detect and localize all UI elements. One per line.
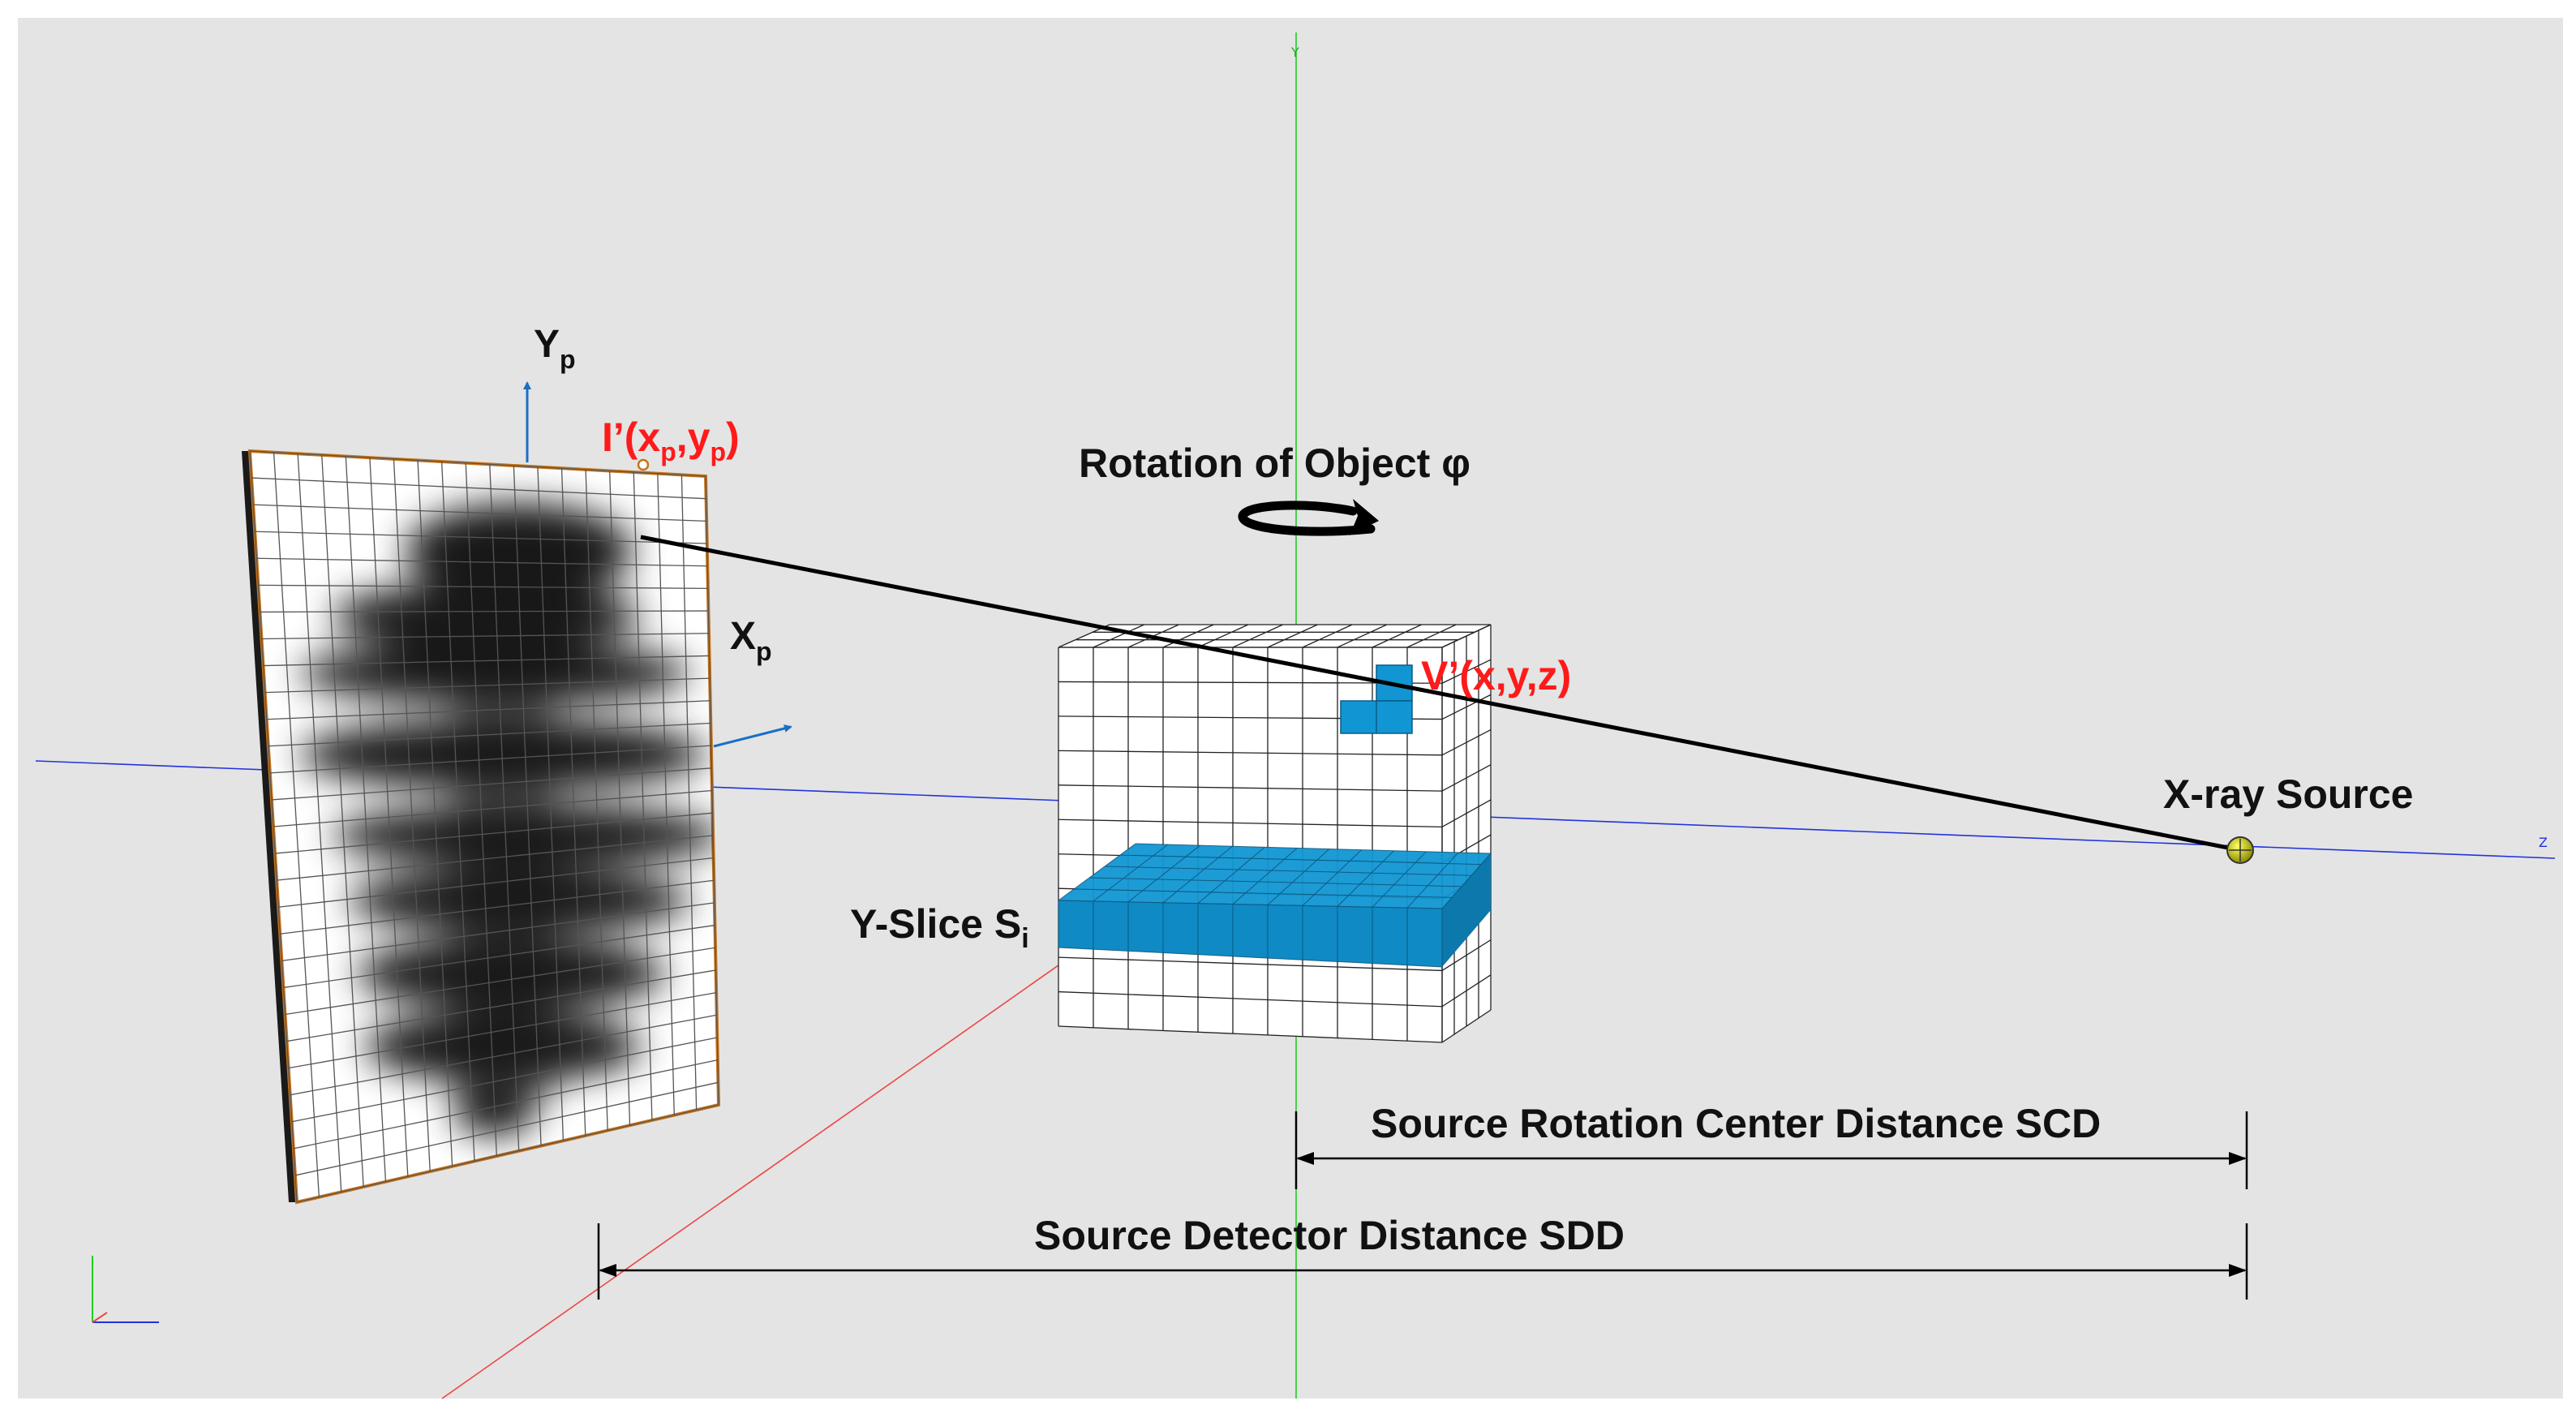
rotation-arrow-icon xyxy=(1238,499,1379,536)
label-y-slice: Y-Slice Si xyxy=(850,901,1029,954)
label-rotation: Rotation of Object φ xyxy=(1079,440,1470,486)
detector-panel xyxy=(242,449,721,1205)
detector-pixel-marker xyxy=(637,458,650,471)
label-detector-pixel: I’(xp,yp) xyxy=(602,415,740,466)
label-yp: Yp xyxy=(534,323,576,374)
label-voxel: V’(x,y,z) xyxy=(1421,653,1571,698)
voxel-highlight xyxy=(1340,664,1413,734)
dimension-scd xyxy=(1294,1111,2248,1189)
axis-z-label: Z xyxy=(2539,835,2548,850)
slice-side xyxy=(1442,853,1491,967)
y-slice-voxels xyxy=(1058,843,1492,968)
orientation-triad xyxy=(92,1256,159,1323)
slice-front xyxy=(1058,900,1442,967)
label-xp: Xp xyxy=(730,615,772,666)
label-xray-source: X-ray Source xyxy=(2163,771,2413,817)
detector-x-axis xyxy=(713,724,792,748)
detector-edge xyxy=(242,451,297,1202)
detector-axes xyxy=(523,381,792,748)
detector-grid xyxy=(249,450,719,1203)
axis-y-label: Y xyxy=(1290,45,1299,60)
label-scd: Source Rotation Center Distance SCD xyxy=(1371,1101,2101,1146)
xray-source-sphere-icon xyxy=(2226,836,2254,864)
dimension-sdd xyxy=(597,1223,2248,1300)
label-sdd: Source Detector Distance SDD xyxy=(1034,1213,1625,1258)
projection-ray xyxy=(640,535,2237,852)
slice-top xyxy=(1058,844,1491,909)
object-volume xyxy=(1058,624,1492,1043)
